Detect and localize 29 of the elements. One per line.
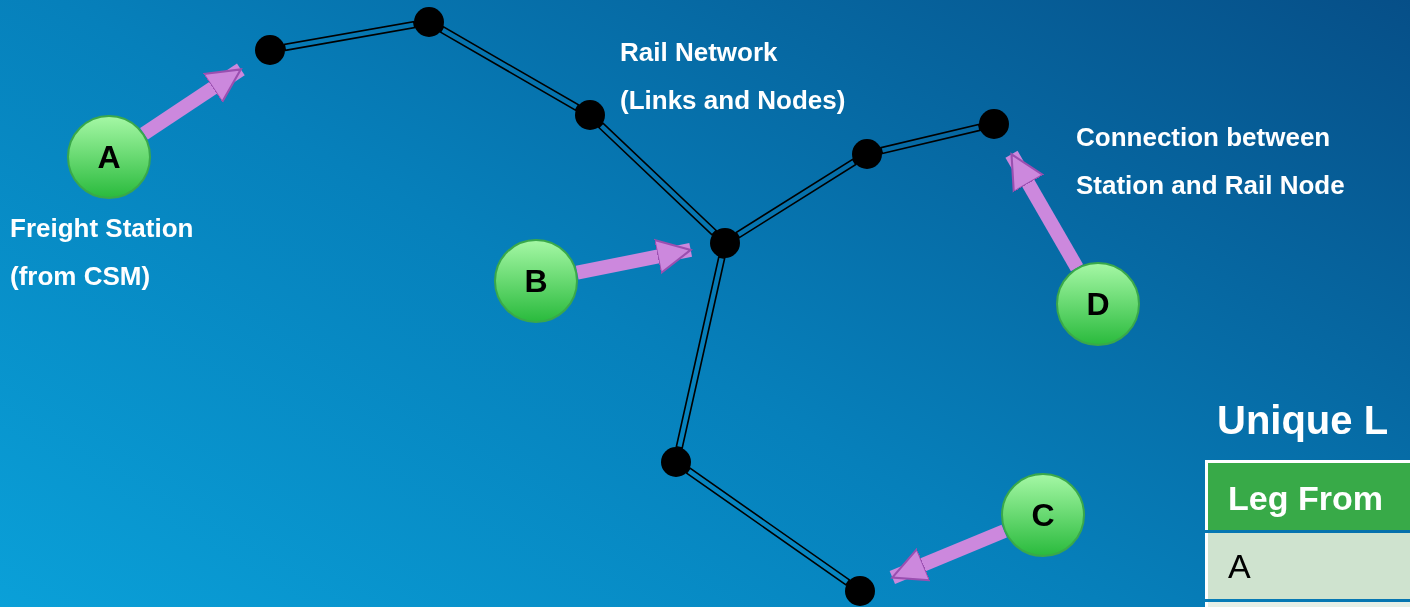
rail-node	[979, 109, 1009, 139]
rail-link	[685, 467, 851, 586]
rail-link	[597, 122, 718, 236]
rail-node	[852, 139, 882, 169]
block-arrow	[140, 63, 245, 140]
rail-link	[675, 256, 726, 449]
rail-link	[439, 25, 580, 112]
station-letter: B	[524, 262, 548, 300]
station-letter: A	[97, 138, 121, 176]
block-arrow	[1005, 150, 1084, 272]
table-title: Unique L	[1217, 397, 1389, 444]
rail-node	[710, 228, 740, 258]
station-letter: D	[1086, 285, 1110, 323]
rail-node	[255, 35, 285, 65]
table-cell: A	[1205, 533, 1410, 599]
connection-label: Connection between Station and Rail Node	[1076, 121, 1346, 202]
rail-node	[661, 447, 691, 477]
rail-link	[735, 158, 857, 239]
block-arrow	[575, 239, 693, 280]
rail-node	[414, 7, 444, 37]
table-header-cell: Leg From	[1205, 460, 1410, 530]
rail-node	[575, 100, 605, 130]
station-caption: Freight Station (from CSM)	[10, 212, 195, 293]
rail-node	[845, 576, 875, 606]
block-arrow	[889, 524, 1007, 585]
rail-link	[879, 123, 982, 155]
network-label: Rail Network (Links and Nodes)	[620, 36, 847, 117]
station-letter: C	[1031, 496, 1055, 534]
rail-link	[283, 20, 416, 52]
